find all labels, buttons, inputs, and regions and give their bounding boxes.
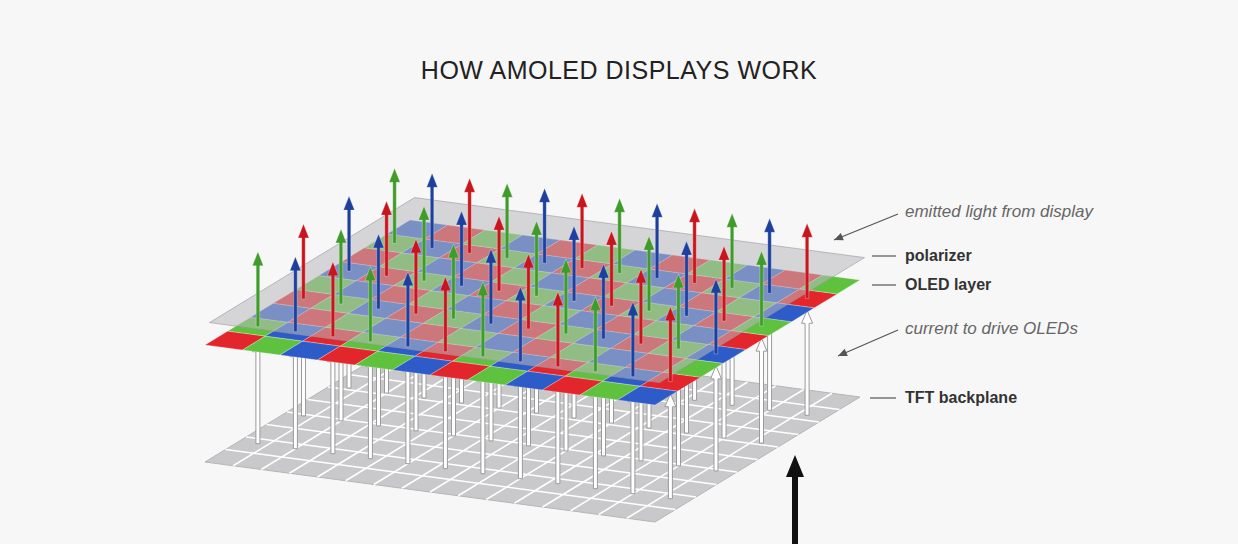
light-arrow bbox=[252, 252, 263, 327]
current-arrow bbox=[477, 369, 488, 474]
light-arrow bbox=[606, 231, 617, 306]
light-arrow bbox=[644, 236, 655, 311]
light-arrow bbox=[614, 198, 625, 273]
light-arrow bbox=[440, 277, 451, 352]
light-arrow bbox=[448, 244, 459, 319]
light-arrow bbox=[486, 249, 497, 324]
light-arrow bbox=[523, 254, 534, 329]
layer-label: polarizer bbox=[905, 245, 972, 267]
light-arrow bbox=[636, 269, 647, 344]
light-arrow bbox=[515, 287, 526, 362]
current-arrow bbox=[290, 344, 301, 449]
light-arrow bbox=[464, 178, 475, 253]
light-arrow bbox=[389, 168, 400, 243]
light-arrow bbox=[539, 188, 550, 263]
backplane-grid bbox=[246, 437, 696, 497]
leader-line bbox=[834, 214, 898, 240]
layer-label: OLED layer bbox=[905, 274, 991, 296]
light-arrow bbox=[336, 229, 347, 304]
light-arrow bbox=[764, 218, 775, 293]
light-arrow bbox=[711, 279, 722, 354]
light-arrow bbox=[689, 208, 700, 283]
light-arrow bbox=[456, 211, 467, 286]
leader-line bbox=[872, 255, 896, 256]
callout-note: emitted light from display bbox=[905, 201, 1093, 223]
current-arrow bbox=[756, 338, 767, 443]
light-arrow bbox=[411, 239, 422, 314]
light-arrow bbox=[756, 251, 767, 326]
light-arrow bbox=[577, 193, 588, 268]
callout-note: current to drive OLEDs bbox=[905, 318, 1078, 340]
emitted-arrows bbox=[252, 168, 812, 381]
current-arrow bbox=[252, 339, 263, 444]
light-arrow bbox=[419, 206, 430, 281]
light-arrow bbox=[561, 259, 572, 334]
light-arrow bbox=[598, 264, 609, 339]
leader-line bbox=[870, 397, 896, 398]
current-arrow bbox=[402, 359, 413, 464]
current-arrow bbox=[711, 366, 722, 471]
current-arrow bbox=[590, 384, 601, 489]
light-arrow bbox=[502, 183, 513, 258]
current-arrow bbox=[515, 374, 526, 479]
light-arrow bbox=[569, 226, 580, 301]
light-arrow bbox=[673, 274, 684, 349]
current-arrow bbox=[440, 364, 451, 469]
leader-arrowhead bbox=[838, 349, 848, 356]
light-arrow bbox=[719, 246, 730, 321]
light-arrow bbox=[627, 302, 638, 377]
light-arrow bbox=[327, 262, 338, 337]
light-arrow bbox=[427, 173, 438, 248]
current-arrow bbox=[365, 354, 376, 459]
leader-line bbox=[872, 284, 896, 285]
light-arrow bbox=[552, 292, 563, 367]
light-arrow bbox=[298, 224, 309, 299]
light-arrow bbox=[802, 223, 813, 298]
layer-label: TFT backplane bbox=[905, 387, 1017, 409]
light-arrow bbox=[344, 196, 355, 271]
current-arrow bbox=[627, 389, 638, 494]
current-arrow bbox=[802, 310, 813, 415]
light-arrow bbox=[531, 221, 542, 296]
backplane-grid bbox=[328, 387, 778, 447]
light-arrow bbox=[290, 257, 301, 332]
backplane-grid bbox=[308, 400, 758, 460]
leader-lines bbox=[834, 214, 898, 398]
light-arrow bbox=[681, 241, 692, 316]
light-arrow bbox=[590, 297, 601, 372]
light-arrow bbox=[402, 272, 413, 347]
light-arrow bbox=[373, 234, 384, 309]
backplane-grid bbox=[226, 450, 676, 510]
current-arrow bbox=[552, 379, 563, 484]
light-arrow bbox=[494, 216, 505, 291]
diagram-title: HOW AMOLED DISPLAYS WORK bbox=[0, 56, 1238, 85]
light-arrow bbox=[665, 307, 676, 382]
current-arrow bbox=[327, 349, 338, 454]
light-arrow bbox=[727, 213, 738, 288]
current-arrow bbox=[665, 394, 676, 499]
leader-arrowhead bbox=[834, 233, 844, 240]
light-arrow bbox=[477, 282, 488, 357]
polarizer-sheet bbox=[210, 198, 865, 383]
light-arrow bbox=[381, 201, 392, 276]
leader-line bbox=[838, 330, 898, 356]
light-arrow bbox=[365, 267, 376, 342]
light-arrow bbox=[652, 203, 663, 278]
input-arrow bbox=[786, 455, 804, 544]
